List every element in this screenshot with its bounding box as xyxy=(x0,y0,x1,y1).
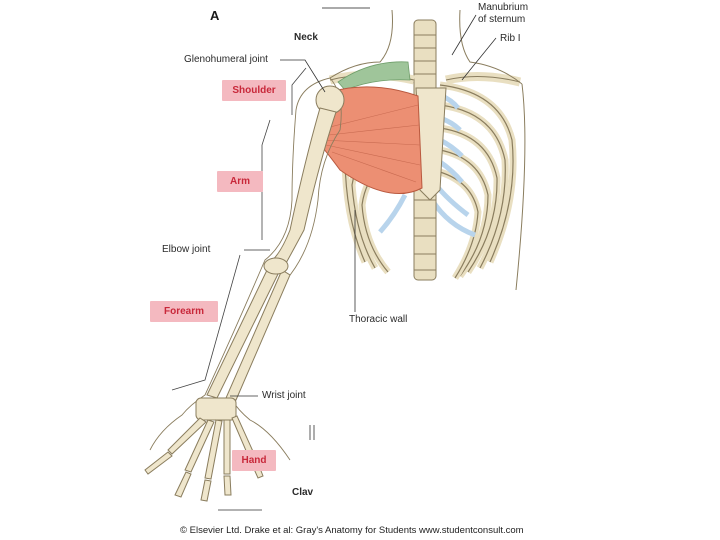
copyright-notice: © Elsevier Ltd. Drake et al: Gray's Anat… xyxy=(180,525,524,536)
neck-outline-right xyxy=(459,9,523,85)
torso-outline-right xyxy=(515,83,526,291)
elbow-condyles xyxy=(263,257,289,275)
label-manubrium-line1: Manubrium xyxy=(478,2,529,13)
region-shoulder: Shoulder xyxy=(222,80,286,101)
label-thoracic-wall: Thoracic wall xyxy=(349,314,408,325)
label-manubrium-line2: of sternum xyxy=(478,14,526,25)
label-rib1: Rib I xyxy=(500,33,521,44)
humerus xyxy=(268,107,337,266)
leader-lines xyxy=(218,14,497,511)
figure-letter: A xyxy=(210,8,220,23)
muscle-fibers xyxy=(317,104,421,183)
radius xyxy=(225,269,291,401)
region-arm: Arm xyxy=(217,171,263,192)
label-elbow-joint: Elbow joint xyxy=(162,244,211,255)
label-clavicle-partial: Clav xyxy=(292,487,314,498)
region-forearm: Forearm xyxy=(150,301,218,322)
label-wrist-joint: Wrist joint xyxy=(262,390,306,401)
neck-muscle xyxy=(337,61,411,91)
region-brackets xyxy=(171,67,307,391)
neck-outline-left xyxy=(329,9,393,79)
label-glenohumeral-joint: Glenohumeral joint xyxy=(184,54,268,65)
label-neck: Neck xyxy=(294,32,318,43)
region-hand: Hand xyxy=(232,450,276,471)
